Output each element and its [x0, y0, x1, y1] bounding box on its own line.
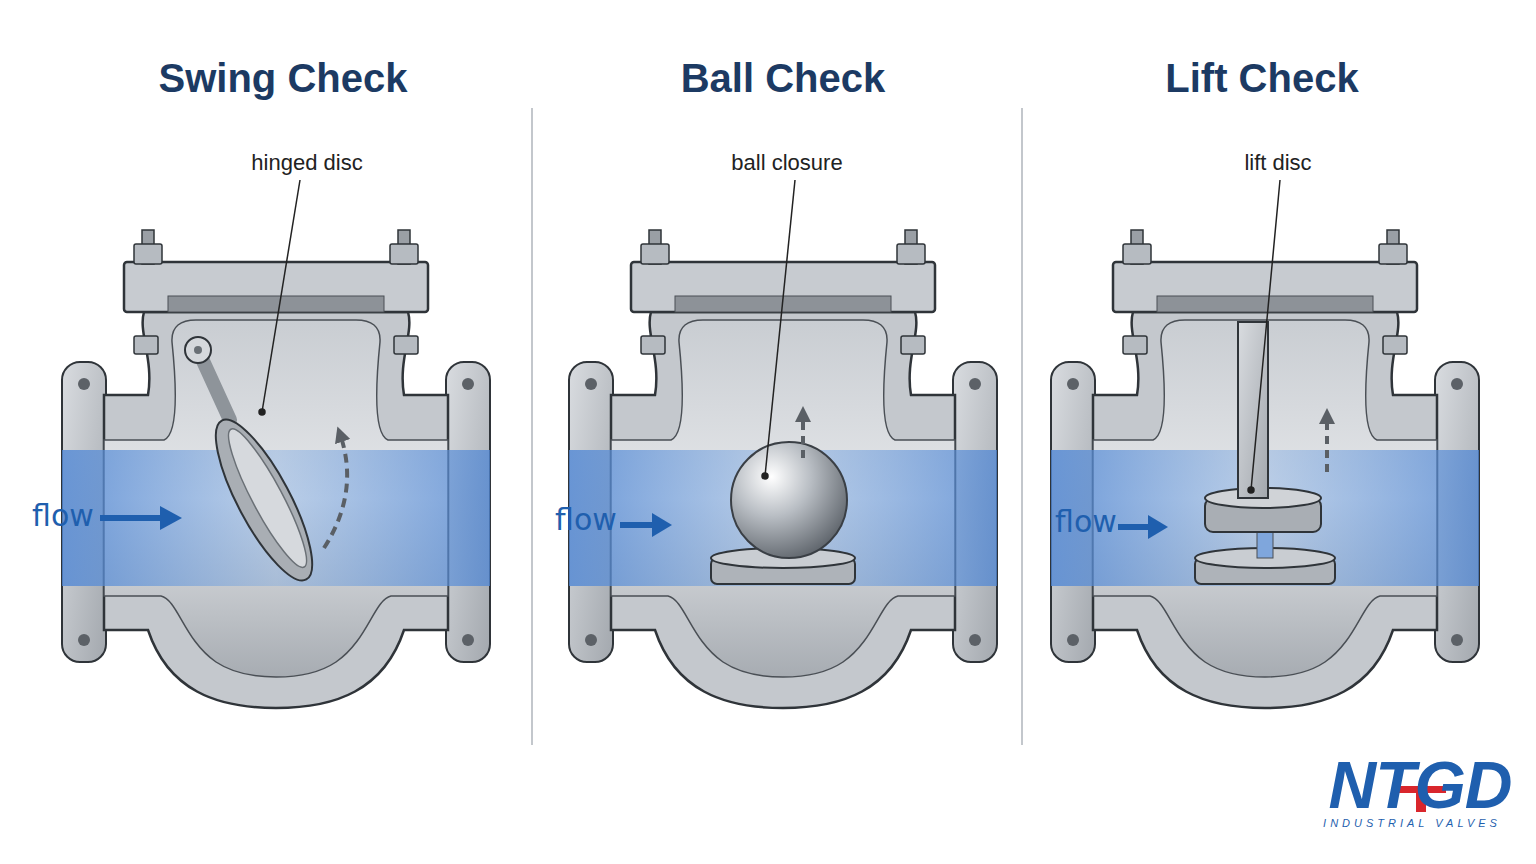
flow-label: flow	[32, 498, 94, 533]
part-name: hinged disc	[251, 150, 362, 176]
part-name: ball closure	[731, 150, 842, 176]
logo-text: NTGD	[1329, 747, 1512, 823]
panel-heading: Lift Check	[1165, 56, 1358, 101]
flow-label: flow	[555, 502, 617, 537]
panel-divider	[531, 108, 533, 745]
panel-divider	[1021, 108, 1023, 745]
leader-line	[259, 180, 1280, 493]
flow-label: flow	[1055, 504, 1117, 539]
flow-arrow	[100, 506, 1168, 539]
panel-heading: Swing Check	[159, 56, 408, 101]
part-name: lift disc	[1244, 150, 1311, 176]
panel-heading: Ball Check	[681, 56, 886, 101]
logo-subtitle: INDUSTRIAL VALVES	[1323, 817, 1501, 829]
swing-check-valve	[62, 230, 490, 708]
lift-check-valve	[1051, 230, 1479, 708]
